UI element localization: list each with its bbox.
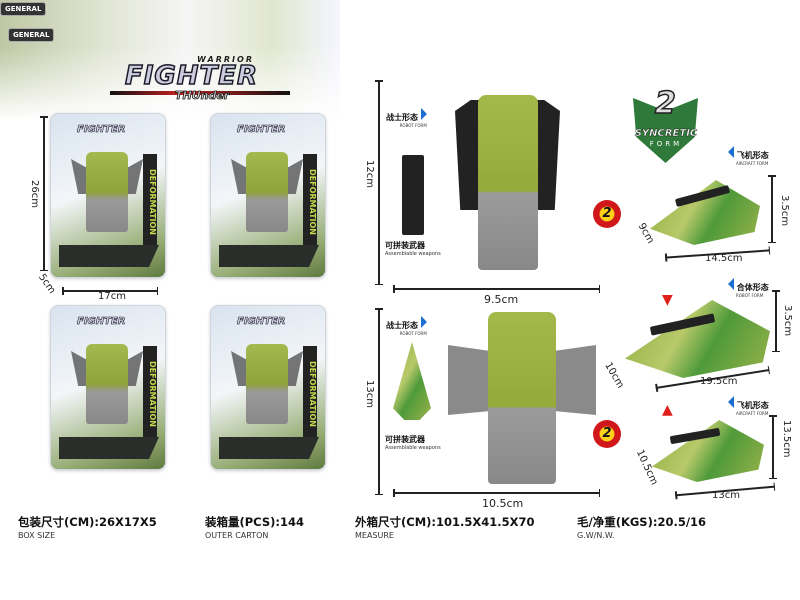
mode-switch-icon: 2 — [593, 420, 621, 448]
combined-length-label: 19.5cm — [700, 376, 738, 387]
package-image: FIGHTER DEFORMATION — [50, 113, 166, 278]
combined-height-label: 3.5cm — [782, 305, 793, 337]
combined-jet-image — [625, 300, 770, 378]
dimension-line — [62, 287, 158, 294]
package-image: FIGHTER DEFORMATION — [210, 113, 326, 278]
combined-form-label-en: ROBOT FORM — [736, 293, 764, 298]
marker-icon — [728, 396, 734, 408]
arrow-up-icon: ▲ — [662, 402, 673, 418]
dimension-line — [393, 489, 600, 496]
robot-width-label: 9.5cm — [484, 293, 519, 306]
jet-length-label: 13cm — [712, 490, 740, 501]
syncretic-form-badge: 2 SYNCRETIC FORM — [628, 85, 703, 166]
weapon-image — [402, 155, 424, 235]
package-logo: FIGHTER — [237, 316, 286, 328]
weapon-label-en: Assemblable weapons — [385, 251, 441, 257]
package-image: FIGHTER DEFORMATION — [210, 305, 326, 470]
package-logo: FIGHTER — [77, 124, 126, 136]
background-artwork — [0, 0, 340, 120]
robot-image — [488, 312, 556, 484]
package-side-text: DEFORMATION — [143, 154, 157, 249]
weapon-label-cn: 可拼装武器 — [385, 241, 425, 250]
aircraft-form-label-cn: 飞机形态 — [736, 401, 769, 410]
fighter-thunder-logo: WARRIOR FIGHTER THUnder — [105, 55, 300, 103]
badge-number: 2 — [654, 85, 676, 122]
dimension-line — [769, 415, 776, 479]
package-height-label: 26cm — [29, 180, 40, 208]
robot-form-label-cn: 战士形态 — [386, 321, 418, 330]
spec-label: 包装尺寸(CM):26X17X5 — [18, 515, 157, 529]
jet-height-label: 3.5cm — [779, 195, 790, 227]
marker-icon — [420, 108, 427, 120]
robot-form-label-en: ROBOT FORM — [399, 123, 427, 128]
weapon-image — [393, 342, 431, 420]
spec-label: 装箱量(PCS):144 — [205, 515, 304, 529]
dimension-line — [375, 80, 382, 285]
dimension-line — [768, 175, 775, 243]
robot-form-label: 战士形态 ROBOT FORM — [386, 108, 427, 128]
dimension-line — [393, 285, 600, 292]
jet-depth-label: 9cm — [635, 221, 656, 246]
spec-label-en: MEASURE — [355, 531, 394, 540]
robot-height-label: 12cm — [364, 160, 375, 188]
mode-switch-icon: 2 — [593, 200, 621, 228]
badge-line1: SYNCRETIC — [634, 128, 698, 139]
robot-form-label: 战士形态 ROBOT FORM — [386, 316, 427, 336]
robot-width-label: 10.5cm — [482, 497, 524, 510]
logo-top: WARRIOR — [197, 55, 254, 64]
spec-label: 毛/净重(KGS):20.5/16 — [577, 515, 707, 529]
aircraft-form-label-cn: 飞机形态 — [736, 151, 769, 160]
spec-label-en: OUTER CARTON — [205, 531, 269, 540]
package-logo: FIGHTER — [237, 124, 286, 136]
robot-form-label-cn: 战士形态 — [386, 113, 418, 122]
marker-icon — [728, 278, 734, 290]
robot-height-label: 13cm — [364, 380, 375, 408]
package-logo: FIGHTER — [77, 316, 126, 328]
dimension-line — [772, 290, 779, 352]
jet-image — [650, 180, 760, 245]
package-side-text: DEFORMATION — [303, 154, 317, 249]
badge-line2: FORM — [649, 140, 683, 148]
general-badge: GENERAL — [0, 2, 47, 16]
dimension-line — [40, 116, 47, 271]
robot-form-label-en: ROBOT FORM — [399, 331, 427, 336]
package-side-text: DEFORMATION — [303, 346, 317, 441]
marker-icon — [728, 146, 734, 158]
package-image: FIGHTER DEFORMATION — [50, 305, 166, 470]
jet-height-label: 13.5cm — [781, 420, 792, 458]
general-badge: GENERAL — [8, 28, 55, 42]
spec-label-en: G.W/N.W. — [577, 531, 615, 540]
robot-image — [478, 95, 538, 270]
package-width-label: 17cm — [98, 291, 126, 302]
combined-depth-label: 10cm — [602, 360, 626, 391]
arrow-down-icon: ▼ — [662, 292, 673, 308]
combined-form-label-cn: 合体形态 — [736, 283, 769, 292]
jet-length-label: 14.5cm — [705, 253, 743, 264]
logo-sub: THUnder — [175, 89, 230, 103]
marker-icon — [420, 316, 427, 328]
logo-main: FIGHTER — [124, 60, 259, 92]
spec-label-en: BOX SIZE — [18, 531, 56, 540]
aircraft-form-label-en: AIRCRAFT FORM — [736, 161, 769, 166]
aircraft-form-label-en: AIRCRAFT FORM — [736, 411, 769, 416]
weapon-label-en: Assemblable weapons — [385, 445, 441, 451]
dimension-line — [375, 308, 382, 495]
weapon-label-cn: 可拼装武器 — [385, 435, 425, 444]
package-side-text: DEFORMATION — [143, 346, 157, 441]
spec-label: 外箱尺寸(CM):101.5X41.5X70 — [355, 515, 535, 529]
